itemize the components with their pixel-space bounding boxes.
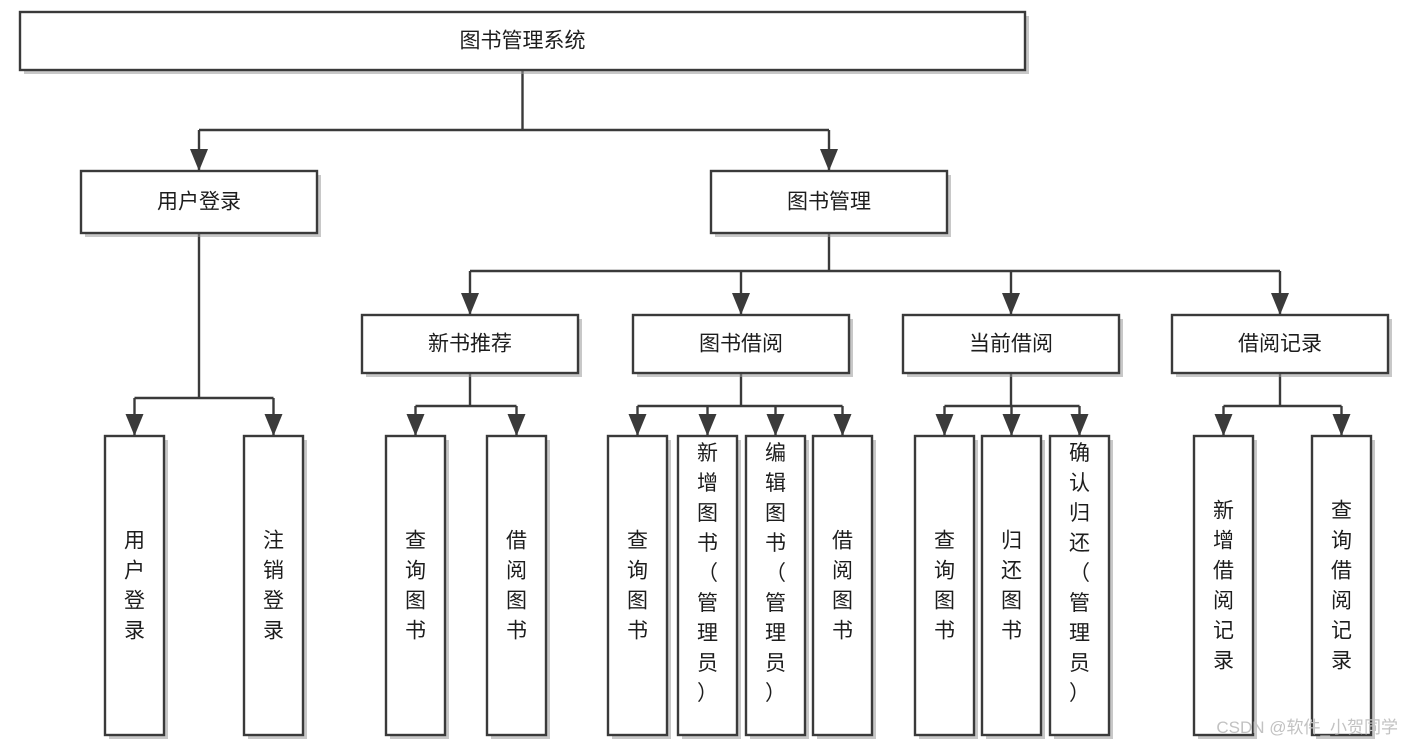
arrow-head-icon bbox=[406, 414, 425, 436]
arrow-head-icon bbox=[1002, 414, 1021, 436]
node-leaf-add-book[interactable]: 新增图书（管理员） bbox=[676, 434, 741, 739]
node-label: 用户登录 bbox=[124, 530, 145, 643]
csdn-watermark: CSDN @软件_小贺同学 bbox=[1216, 718, 1398, 737]
node-label: 查询图书 bbox=[627, 530, 648, 643]
arrow-head-icon bbox=[732, 293, 750, 315]
node-leaf-return-book[interactable]: 归还图书 bbox=[980, 434, 1045, 739]
node-label: 图书管理 bbox=[787, 191, 871, 214]
node-leaf-confirm-return[interactable]: 确认归还（管理员） bbox=[1048, 434, 1113, 739]
node-leaf-add-record[interactable]: 新增借阅记录 bbox=[1192, 434, 1257, 739]
node-book-borrow[interactable]: 图书借阅 bbox=[631, 313, 853, 377]
node-label: 当前借阅 bbox=[969, 333, 1053, 356]
node-leaf-logout[interactable]: 注销登录 bbox=[242, 434, 307, 739]
arrow-head-icon bbox=[1002, 293, 1020, 315]
node-leaf-query-book-2[interactable]: 查询图书 bbox=[606, 434, 671, 739]
node-label: 新增借阅记录 bbox=[1213, 500, 1234, 673]
node-label: 图书借阅 bbox=[699, 333, 783, 356]
node-label: 归还图书 bbox=[1001, 530, 1022, 643]
node-label: 新增图书（管理员） bbox=[697, 442, 718, 705]
node-leaf-edit-book[interactable]: 编辑图书（管理员） bbox=[744, 434, 809, 739]
node-label: 借阅记录 bbox=[1238, 333, 1322, 356]
node-leaf-user-login[interactable]: 用户登录 bbox=[103, 434, 168, 739]
node-label: 确认归还（管理员） bbox=[1069, 442, 1090, 705]
node-label: 注销登录 bbox=[263, 530, 284, 643]
node-label: 借阅图书 bbox=[506, 530, 527, 643]
arrow-head-icon bbox=[190, 149, 208, 171]
node-label: 借阅图书 bbox=[832, 530, 853, 643]
arrow-head-icon bbox=[1214, 414, 1233, 436]
node-label: 查询图书 bbox=[934, 530, 955, 643]
node-label: 编辑图书（管理员） bbox=[765, 442, 786, 705]
arrow-head-icon bbox=[1070, 414, 1089, 436]
arrow-head-icon bbox=[833, 414, 852, 436]
arrow-head-icon bbox=[1332, 414, 1351, 436]
node-label: 新书推荐 bbox=[428, 333, 512, 356]
arrow-head-icon bbox=[507, 414, 526, 436]
node-leaf-query-book-3[interactable]: 查询图书 bbox=[913, 434, 978, 739]
arrow-head-icon bbox=[125, 414, 144, 436]
node-layer: 图书管理系统用户登录图书管理新书推荐图书借阅当前借阅借阅记录用户登录注销登录查询… bbox=[18, 10, 1392, 739]
arrow-head-icon bbox=[1271, 293, 1289, 315]
node-current-borrow[interactable]: 当前借阅 bbox=[901, 313, 1123, 377]
arrow-head-icon bbox=[698, 414, 717, 436]
arrow-head-icon bbox=[766, 414, 785, 436]
node-label: 图书管理系统 bbox=[460, 30, 586, 53]
arrow-head-icon bbox=[935, 414, 954, 436]
node-new-book-recommend[interactable]: 新书推荐 bbox=[360, 313, 582, 377]
node-leaf-query-record[interactable]: 查询借阅记录 bbox=[1310, 434, 1375, 739]
arrow-head-icon bbox=[820, 149, 838, 171]
node-leaf-borrow-book-1[interactable]: 借阅图书 bbox=[485, 434, 550, 739]
node-leaf-borrow-book-2[interactable]: 借阅图书 bbox=[811, 434, 876, 739]
node-user-login[interactable]: 用户登录 bbox=[79, 169, 321, 237]
node-label: 查询图书 bbox=[405, 530, 426, 643]
connector-layer bbox=[125, 70, 1351, 436]
node-label: 查询借阅记录 bbox=[1331, 500, 1352, 673]
node-book-manage[interactable]: 图书管理 bbox=[709, 169, 951, 237]
arrow-head-icon bbox=[628, 414, 647, 436]
node-leaf-query-book-1[interactable]: 查询图书 bbox=[384, 434, 449, 739]
node-borrow-record[interactable]: 借阅记录 bbox=[1170, 313, 1392, 377]
node-root[interactable]: 图书管理系统 bbox=[18, 10, 1029, 74]
arrow-head-icon bbox=[264, 414, 283, 436]
arrow-head-icon bbox=[461, 293, 479, 315]
node-label: 用户登录 bbox=[157, 191, 241, 214]
